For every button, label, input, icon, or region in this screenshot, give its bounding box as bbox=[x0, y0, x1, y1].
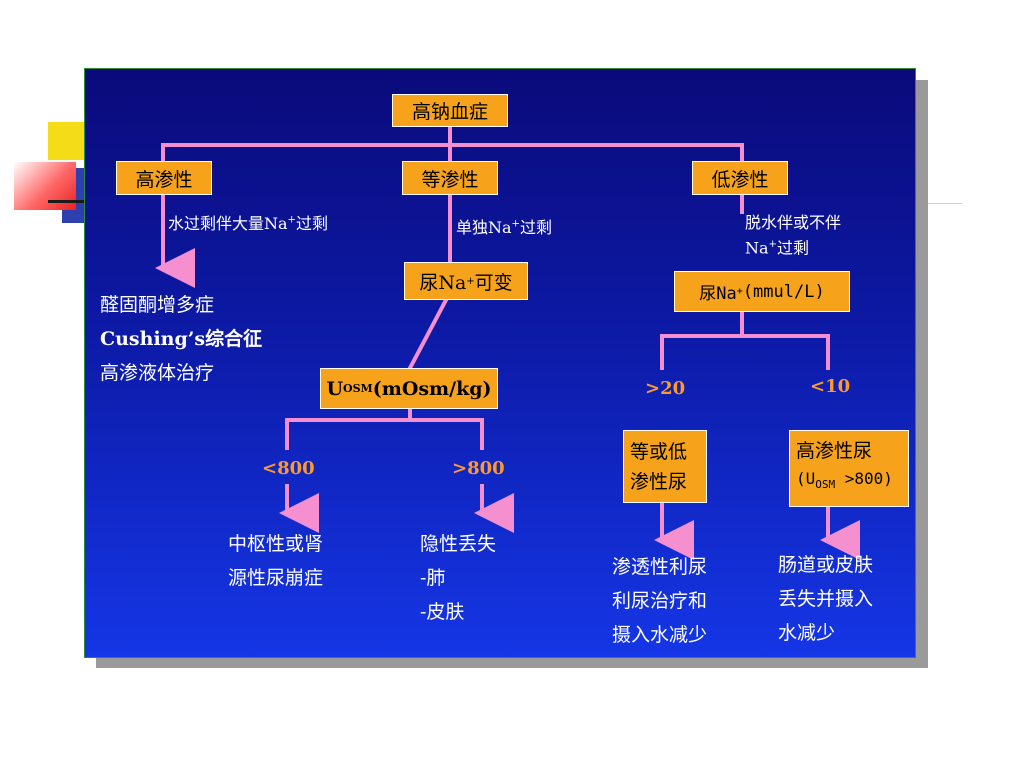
iso-left-outcome: 中枢性或肾 源性尿崩症 bbox=[228, 533, 324, 589]
low-cause-text: 脱水伴或不伴 Na+过剩 bbox=[745, 213, 842, 258]
iso-cause-text: 单独Na+过剩 bbox=[456, 218, 552, 237]
iso-left-threshold: <800 bbox=[262, 458, 315, 479]
urine-na-variable-node: 尿Na+可变 bbox=[404, 262, 528, 300]
deco-rule bbox=[48, 200, 88, 203]
urine-na-mmol-node: 尿Na+(mmul/L) bbox=[674, 271, 850, 312]
iso-right-outcome: 隐性丢失 -肺 -皮肤 bbox=[420, 533, 497, 623]
low-right-outcome: 肠道或皮肤 丢失并摄入 水减少 bbox=[778, 554, 874, 644]
low-left-threshold: >20 bbox=[645, 378, 686, 399]
deco-yellow-square bbox=[48, 122, 86, 160]
low-osmolality-node: 低渗性 bbox=[692, 161, 788, 195]
high-outcomes-list: 醛固酮增多症 Cushing’s综合征 高渗液体治疗 bbox=[100, 294, 263, 384]
low-right-threshold: <10 bbox=[810, 376, 851, 397]
deco-rule-right bbox=[914, 203, 962, 204]
hyperosmolar-urine-node: 高渗性尿 (UOSM >800) bbox=[789, 430, 909, 507]
low-left-outcome: 渗透性利尿 利尿治疗和 摄入水减少 bbox=[612, 556, 708, 646]
high-osmolality-node: 高渗性 bbox=[116, 161, 212, 195]
high-cause-text: 水过剩伴大量Na+过剩 bbox=[168, 214, 328, 233]
iso-test-to-osm bbox=[407, 297, 449, 371]
iso-hypo-urine-node: 等或低 渗性尿 bbox=[623, 430, 707, 503]
iso-osmolality-node: 等渗性 bbox=[402, 161, 498, 195]
root-node: 高钠血症 bbox=[392, 94, 508, 127]
iso-right-threshold: >800 bbox=[452, 458, 505, 479]
